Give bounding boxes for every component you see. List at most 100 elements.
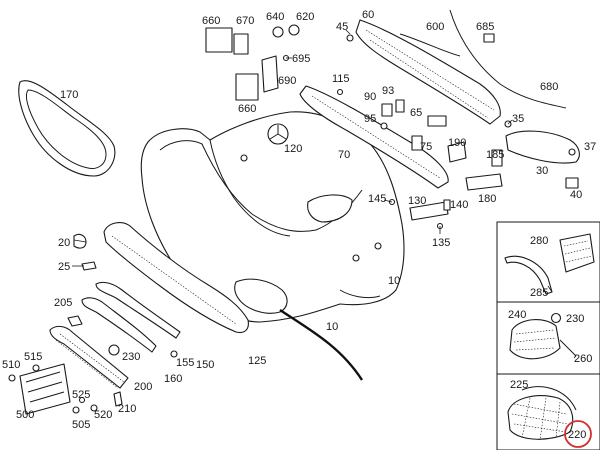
label-part-25: 25 bbox=[58, 261, 70, 273]
label-part-90: 90 bbox=[364, 91, 376, 103]
label-part-600: 600 bbox=[426, 21, 444, 33]
bracket-670 bbox=[233, 33, 249, 55]
label-part-695: 695 bbox=[292, 53, 310, 65]
bracket-90 bbox=[381, 103, 393, 117]
label-part-500: 500 bbox=[16, 409, 34, 421]
label-part-185: 185 bbox=[486, 149, 504, 161]
label-part-125: 125 bbox=[248, 355, 266, 367]
label-part-170: 170 bbox=[60, 89, 78, 101]
side-grille-280 bbox=[559, 233, 595, 273]
bracket-130 bbox=[409, 201, 449, 221]
bracket-93 bbox=[395, 99, 405, 113]
inset-panel bbox=[496, 221, 600, 451]
label-part-65: 65 bbox=[410, 107, 422, 119]
label-part-10a: 10 bbox=[388, 275, 400, 287]
lower-grille-200-mesh bbox=[55, 333, 125, 389]
label-part-670: 670 bbox=[236, 15, 254, 27]
sensor-640 bbox=[272, 26, 284, 38]
label-part-10b: 10 bbox=[326, 321, 338, 333]
impact-absorber-60 bbox=[355, 19, 501, 125]
grille-insert-240-slats bbox=[513, 329, 557, 351]
label-part-690: 690 bbox=[278, 75, 296, 87]
clip-25 bbox=[81, 261, 97, 271]
highlight-circle-220 bbox=[564, 420, 592, 448]
label-part-35: 35 bbox=[512, 113, 524, 125]
reinforcement-70-ribs bbox=[311, 95, 441, 179]
label-part-225: 225 bbox=[510, 379, 528, 391]
trim-225-line bbox=[521, 386, 577, 411]
grille-frame-170 bbox=[18, 80, 116, 177]
reinforcement-70 bbox=[299, 85, 449, 189]
side-trim-285 bbox=[504, 255, 553, 295]
label-part-130: 130 bbox=[408, 195, 426, 207]
label-part-145: 145 bbox=[368, 193, 386, 205]
control-unit-660 bbox=[205, 27, 233, 53]
label-part-220: 220 bbox=[568, 429, 586, 441]
bumper-cover-10-light-opening bbox=[307, 194, 353, 223]
label-part-640: 640 bbox=[266, 11, 284, 23]
label-part-685: 685 bbox=[476, 21, 494, 33]
bracket-690 bbox=[261, 55, 279, 93]
bumper-cover-10-fog-opening bbox=[234, 278, 288, 314]
bumper-carrier-125 bbox=[103, 222, 249, 334]
screw-510 bbox=[8, 374, 16, 382]
label-part-620: 620 bbox=[296, 11, 314, 23]
sensor-230 bbox=[108, 344, 120, 356]
emblem-mount bbox=[240, 154, 248, 162]
label-part-230: 230 bbox=[122, 351, 140, 363]
screw-45 bbox=[346, 34, 354, 42]
label-part-260: 260 bbox=[574, 353, 592, 365]
spoiler-strip-160 bbox=[81, 297, 157, 353]
clip-140 bbox=[443, 199, 451, 211]
license-plate-500-lines bbox=[25, 371, 65, 403]
bracket-30 bbox=[505, 130, 580, 164]
label-part-150: 150 bbox=[196, 359, 214, 371]
label-part-505: 505 bbox=[72, 419, 90, 431]
label-part-115: 115 bbox=[332, 73, 350, 85]
clip-230 bbox=[550, 312, 562, 324]
label-part-210: 210 bbox=[118, 403, 136, 415]
label-part-37: 37 bbox=[584, 141, 596, 153]
license-plate-500 bbox=[19, 363, 71, 415]
side-grille-280-slats bbox=[563, 240, 593, 263]
strip-180 bbox=[465, 173, 503, 191]
label-part-140: 140 bbox=[450, 199, 468, 211]
label-part-20: 20 bbox=[58, 237, 70, 249]
bumper-cover-10-upper-edge bbox=[159, 140, 363, 232]
unit-660b bbox=[235, 73, 259, 101]
label-part-240: 240 bbox=[508, 309, 526, 321]
label-part-230-inset: 230 bbox=[566, 313, 584, 325]
label-part-520: 520 bbox=[94, 409, 112, 421]
label-part-70: 70 bbox=[338, 149, 350, 161]
bumper-cover-10 bbox=[140, 111, 405, 323]
nut-520 bbox=[90, 404, 98, 412]
label-part-515: 515 bbox=[24, 351, 42, 363]
label-part-160: 160 bbox=[164, 373, 182, 385]
bracket-65 bbox=[427, 115, 447, 127]
screw-155 bbox=[170, 350, 178, 358]
label-part-60: 60 bbox=[362, 9, 374, 21]
screw-515 bbox=[32, 364, 40, 372]
spoiler-strip-150 bbox=[95, 281, 181, 339]
bracket-75 bbox=[411, 135, 423, 151]
bumper-carrier-125-rib bbox=[111, 235, 237, 325]
sensor-hole-1 bbox=[374, 242, 382, 250]
wiring-600 bbox=[399, 33, 461, 57]
label-part-95: 95 bbox=[364, 113, 376, 125]
sensor-620 bbox=[288, 24, 300, 36]
label-part-30: 30 bbox=[536, 165, 548, 177]
label-part-660a: 660 bbox=[202, 15, 220, 27]
bracket-185 bbox=[491, 149, 503, 167]
washer-525 bbox=[78, 396, 86, 404]
label-part-200: 200 bbox=[134, 381, 152, 393]
label-part-180: 180 bbox=[478, 193, 496, 205]
label-part-40: 40 bbox=[570, 189, 582, 201]
label-part-155: 155 bbox=[176, 357, 194, 369]
wiring-harness bbox=[279, 309, 364, 381]
lower-grille-220-mesh bbox=[511, 397, 569, 441]
label-part-75: 75 bbox=[420, 141, 432, 153]
label-part-45: 45 bbox=[336, 21, 348, 33]
lower-grille-220 bbox=[507, 395, 574, 440]
label-part-680: 680 bbox=[540, 81, 558, 93]
